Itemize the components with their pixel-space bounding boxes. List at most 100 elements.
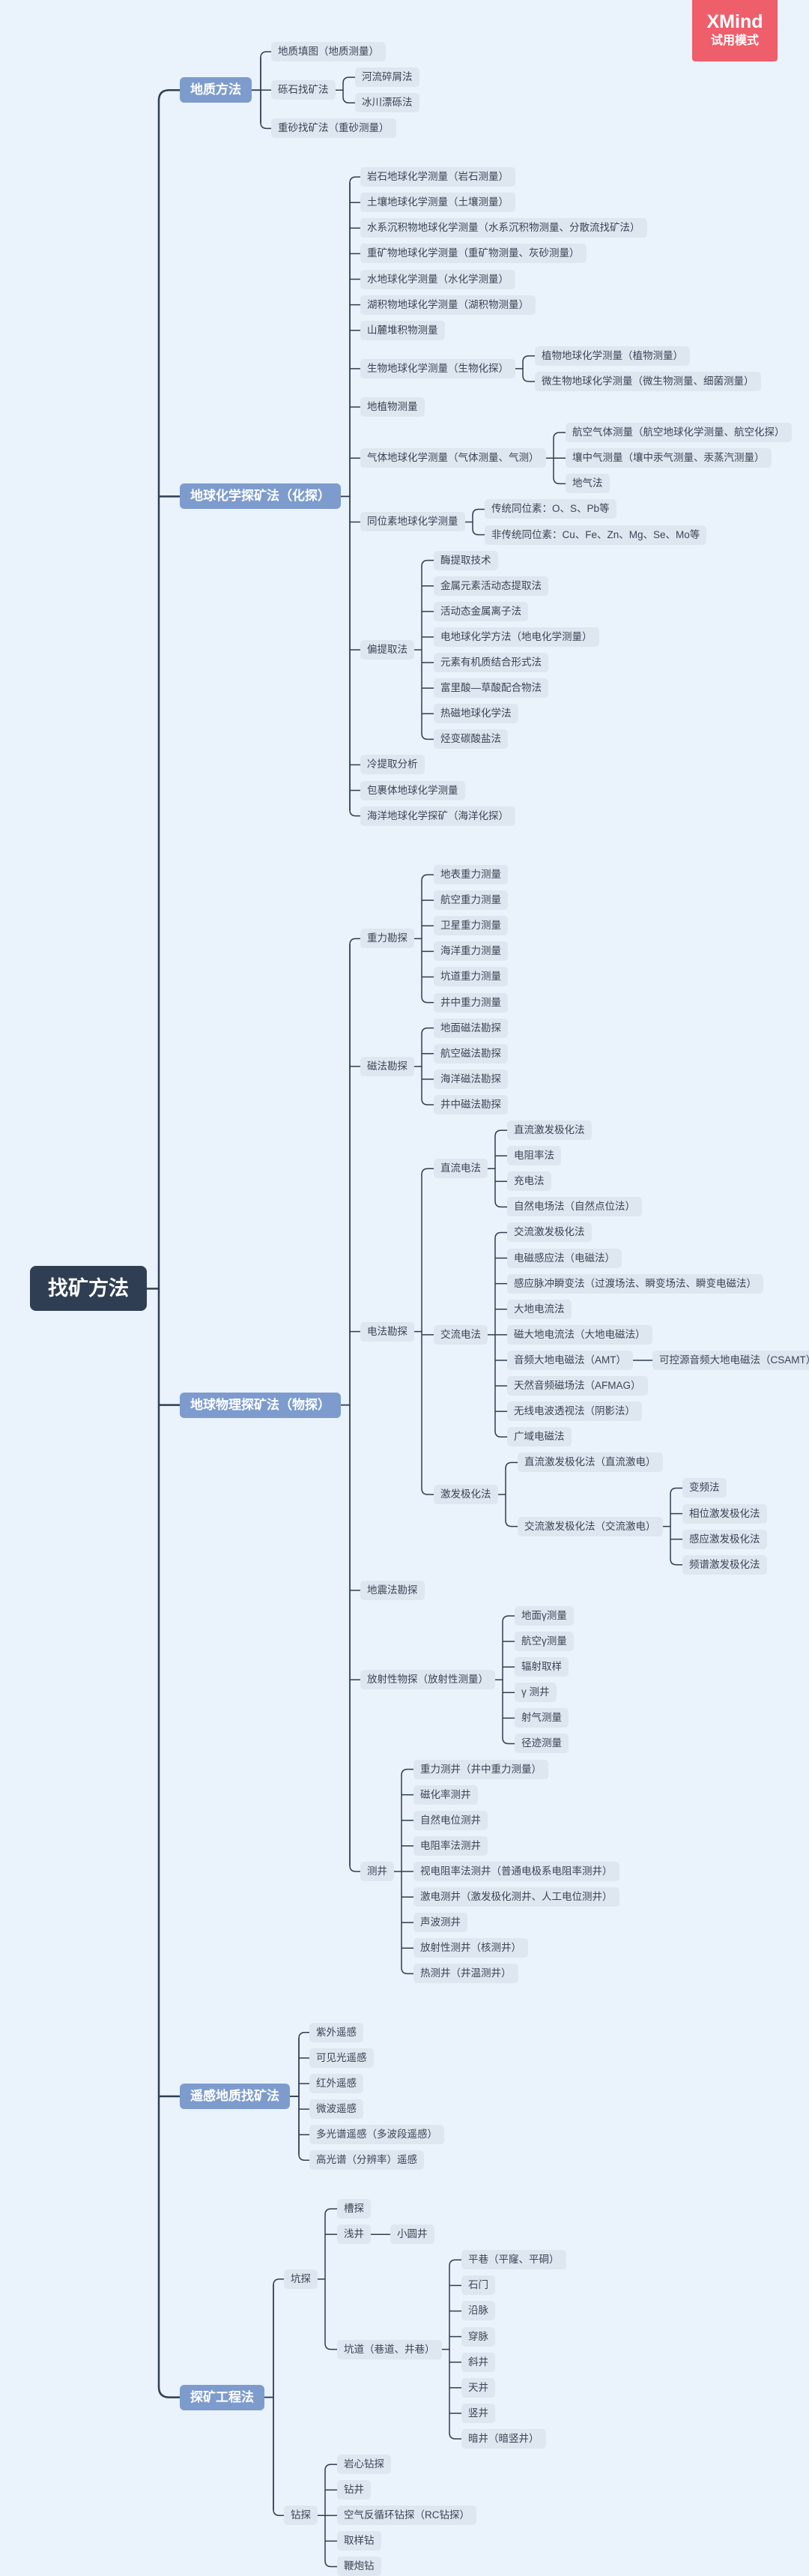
sub-topic[interactable]: 砾石找矿法 [271,80,336,100]
sub-topic[interactable]: 鞭炮钻 [337,2557,381,2576]
main-topic[interactable]: 遥感地质找矿法 [180,2084,290,2110]
sub-topic[interactable]: 电地球化学方法（地电化学测量） [434,627,599,647]
sub-topic[interactable]: 重砂找矿法（重砂测量） [271,118,396,139]
sub-topic[interactable]: 地面磁法勘探 [434,1018,508,1038]
main-topic[interactable]: 地球物理探矿法（物探） [180,1392,341,1418]
sub-topic[interactable]: 重矿物地球化学测量（重矿物测量、灰砂测量） [360,244,587,264]
sub-topic[interactable]: 石门 [461,2275,495,2296]
sub-topic[interactable]: 航空γ测量 [515,1632,574,1652]
sub-topic[interactable]: 红外遥感 [309,2074,363,2093]
sub-topic[interactable]: 可见光遥感 [309,2048,374,2068]
sub-topic[interactable]: 钻探 [284,2506,318,2526]
sub-topic[interactable]: 直流激发极化法（直流激电） [518,1453,663,1473]
sub-topic[interactable]: 射气测量 [515,1708,569,1728]
sub-topic[interactable]: 竖井 [461,2403,495,2423]
root-topic[interactable]: 找矿方法 [30,1266,147,1312]
sub-topic[interactable]: 金属元素活动态提取法 [434,576,548,596]
sub-topic[interactable]: 非传统同位素：Cu、Fe、Zn、Mg、Se、Mo等 [485,525,707,545]
sub-topic[interactable]: 微生物地球化学测量（微生物测量、细菌测量） [535,371,761,391]
sub-topic[interactable]: 径迹测量 [515,1734,569,1754]
sub-topic[interactable]: 自然电位测井 [413,1810,488,1830]
sub-topic[interactable]: 充电法 [507,1171,551,1192]
sub-topic[interactable]: 元素有机质结合形式法 [434,653,548,673]
sub-topic[interactable]: 高光谱（分辨率）遥感 [309,2150,424,2171]
sub-topic[interactable]: 激发极化法 [434,1484,498,1504]
sub-topic[interactable]: 海洋地球化学探矿（海洋化探） [360,806,515,826]
sub-topic[interactable]: 水地球化学测量（水化学测量） [360,269,515,289]
sub-topic[interactable]: 交流激发极化法 [507,1222,592,1243]
sub-topic[interactable]: 重力测井（井中重力测量） [413,1759,548,1779]
sub-topic[interactable]: 包裹体地球化学测量 [360,780,465,800]
sub-topic[interactable]: 坑探 [284,2269,318,2289]
sub-topic[interactable]: 槽探 [337,2199,371,2219]
sub-topic[interactable]: 生物地球化学测量（生物化探） [360,358,515,378]
sub-topic[interactable]: 岩石地球化学测量（岩石测量） [360,167,515,187]
sub-topic[interactable]: 变频法 [682,1478,727,1498]
sub-topic[interactable]: 航空磁法勘探 [434,1043,508,1064]
sub-topic[interactable]: 地质填图（地质测量） [271,42,386,62]
sub-topic[interactable]: 酶提取技术 [434,550,498,570]
sub-topic[interactable]: γ 测井 [515,1683,557,1703]
sub-topic[interactable]: 海洋重力测量 [434,941,508,962]
sub-topic[interactable]: 微波遥感 [309,2099,363,2120]
sub-topic[interactable]: 直流激发极化法 [507,1120,592,1141]
sub-topic[interactable]: 声波测井 [413,1913,467,1933]
sub-topic[interactable]: 河流碎屑法 [355,67,419,88]
sub-topic[interactable]: 壤中气测量（壤中汞气测量、汞蒸汽测量） [566,448,772,468]
sub-topic[interactable]: 电磁感应法（电磁法） [507,1248,622,1268]
sub-topic[interactable]: 频谱激发极化法 [682,1554,767,1575]
sub-topic[interactable]: 紫外遥感 [309,2022,363,2042]
sub-topic[interactable]: 磁化率测井 [413,1785,478,1805]
sub-topic[interactable]: 大地电流法 [507,1299,572,1319]
sub-topic[interactable]: 湖积物地球化学测量（湖积物测量） [360,295,536,315]
sub-topic[interactable]: 岩心钻探 [337,2455,391,2475]
sub-topic[interactable]: 音频大地电磁法（AMT） [507,1350,633,1370]
sub-topic[interactable]: 坑道重力测量 [434,967,508,987]
sub-topic[interactable]: 传统同位素：O、S、Pb等 [485,499,616,519]
sub-topic[interactable]: 地面γ测量 [515,1605,574,1626]
sub-topic[interactable]: 直流电法 [434,1159,488,1179]
sub-topic[interactable]: 激电测井（激发极化测井、人工电位测井） [413,1887,619,1907]
sub-topic[interactable]: 穿脉 [461,2326,495,2347]
sub-topic[interactable]: 广域电磁法 [507,1427,572,1447]
sub-topic[interactable]: 小圆井 [390,2224,434,2245]
sub-topic[interactable]: 放射性物探（放射性测量） [360,1670,495,1690]
main-topic[interactable]: 地球化学探矿法（化探） [180,483,341,510]
sub-topic[interactable]: 多光谱遥感（多波段遥感） [309,2125,444,2145]
sub-topic[interactable]: 地植物测量 [360,397,425,417]
sub-topic[interactable]: 土壤地球化学测量（土壤测量） [360,193,515,213]
sub-topic[interactable]: 偏提取法 [360,639,414,660]
sub-topic[interactable]: 地气法 [566,474,610,494]
sub-topic[interactable]: 可控源音频大地电磁法（CSAMT） [652,1350,809,1370]
sub-topic[interactable]: 活动态金属离子法 [434,601,528,621]
sub-topic[interactable]: 放射性测井（核测井） [413,1938,528,1958]
sub-topic[interactable]: 电阻率法 [507,1146,561,1166]
sub-topic[interactable]: 坑道（巷道、井巷） [337,2339,442,2359]
sub-topic[interactable]: 井中重力测量 [434,992,508,1013]
sub-topic[interactable]: 山麓堆积物测量 [360,320,445,340]
sub-topic[interactable]: 电法勘探 [360,1321,414,1342]
sub-topic[interactable]: 水系沉积物地球化学测量（水系沉积物测量、分散流找矿法） [360,218,647,238]
sub-topic[interactable]: 天井 [461,2377,495,2398]
sub-topic[interactable]: 烃变碳酸盐法 [434,729,508,749]
sub-topic[interactable]: 交流电法 [434,1324,488,1345]
sub-topic[interactable]: 暗井（暗竖井） [461,2428,546,2449]
sub-topic[interactable]: 重力勘探 [360,929,414,949]
sub-topic[interactable]: 无线电波透视法（阴影法） [507,1402,642,1422]
sub-topic[interactable]: 交流激发极化法（交流激电） [518,1516,663,1536]
sub-topic[interactable]: 钻井 [337,2480,371,2500]
sub-topic[interactable]: 浅井 [337,2224,371,2245]
sub-topic[interactable]: 地表重力测量 [434,865,508,885]
sub-topic[interactable]: 辐射取样 [515,1657,569,1677]
sub-topic[interactable]: 航空重力测量 [434,890,508,911]
sub-topic[interactable]: 同位素地球化学测量 [360,512,465,532]
sub-topic[interactable]: 自然电场法（自然点位法） [507,1197,642,1217]
sub-topic[interactable]: 磁大地电流法（大地电磁法） [507,1324,652,1345]
sub-topic[interactable]: 海洋磁法勘探 [434,1069,508,1089]
sub-topic[interactable]: 富里酸—草酸配合物法 [434,678,548,699]
sub-topic[interactable]: 井中磁法勘探 [434,1094,508,1114]
sub-topic[interactable]: 电阻率法测井 [413,1836,488,1856]
sub-topic[interactable]: 取样钻 [337,2531,381,2551]
sub-topic[interactable]: 空气反循环钻探（RC钻探） [337,2506,476,2526]
sub-topic[interactable]: 测井 [360,1861,394,1881]
